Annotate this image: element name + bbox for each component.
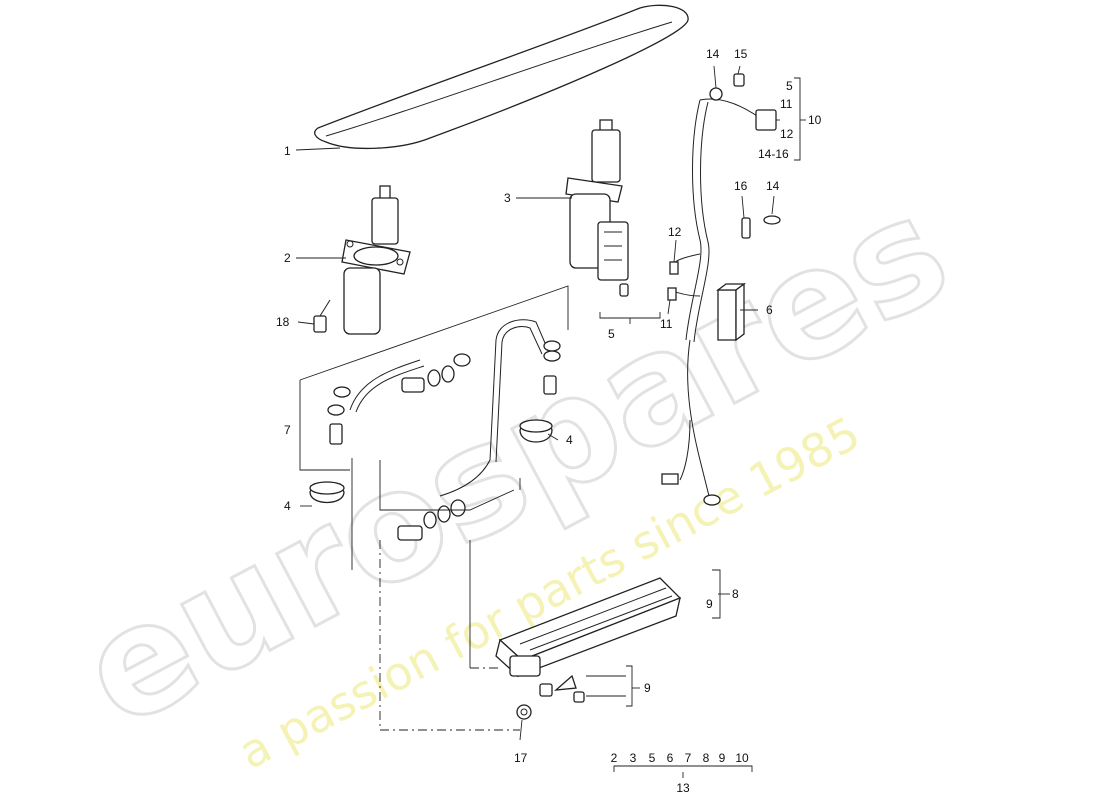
callout-7: 7 (284, 423, 291, 437)
callouts: 1 2 3 18 7 4 4 5 6 12 11 16 14 14 15 5 1… (276, 47, 822, 765)
kit-member: 2 (611, 751, 618, 765)
kit-members: 2 3 5 6 7 8 9 10 13 (611, 751, 749, 795)
callout-9-lower: 9 (644, 681, 651, 695)
callout-5-upper: 5 (786, 79, 793, 93)
kit-member: 8 (703, 751, 710, 765)
callout-14-top: 14 (706, 47, 720, 61)
callout-2: 2 (284, 251, 291, 265)
callout-6: 6 (766, 303, 773, 317)
watermark: eurospares a passion for parts since 198… (54, 161, 976, 779)
callout-10: 10 (808, 113, 822, 127)
kit-total: 13 (676, 781, 690, 795)
part-screws (539, 674, 585, 703)
part-wiring-harness (661, 98, 777, 506)
callout-14-mid: 14 (766, 179, 780, 193)
part-pump-unit (495, 577, 682, 678)
part-cap-left (309, 481, 345, 504)
callout-16: 16 (734, 179, 748, 193)
callout-1: 1 (284, 144, 291, 158)
part-left-cylinder (341, 185, 411, 335)
callout-9-upper: 9 (706, 597, 713, 611)
callout-12-left: 12 (668, 225, 682, 239)
group-brackets (299, 285, 661, 731)
part-right-cylinder (565, 119, 629, 297)
part-hydraulic-lines (327, 319, 561, 541)
part-spoiler (314, 4, 689, 150)
callout-4-right: 4 (566, 433, 573, 447)
callout-11-upper: 11 (780, 97, 793, 111)
callout-15: 15 (734, 47, 748, 61)
callout-3: 3 (504, 191, 511, 205)
kit-member: 3 (630, 751, 637, 765)
callout-12-upper: 12 (780, 127, 794, 141)
kit-member: 10 (735, 751, 749, 765)
part-bolt-18 (313, 299, 331, 333)
callout-17: 17 (514, 751, 528, 765)
kit-bracket (613, 765, 753, 778)
callout-8: 8 (732, 587, 739, 601)
callout-14-16: 14-16 (758, 147, 789, 161)
part-relay-block (716, 282, 746, 342)
callout-18: 18 (276, 315, 290, 329)
part-cap-right (519, 419, 553, 443)
callout-4-left: 4 (284, 499, 291, 513)
part-nut (516, 704, 532, 720)
callout-11-left: 11 (660, 317, 673, 331)
kit-member: 6 (667, 751, 674, 765)
kit-member: 5 (649, 751, 656, 765)
leader-lines (295, 65, 806, 741)
kit-member: 7 (685, 751, 692, 765)
callout-5-lower: 5 (608, 327, 615, 341)
kit-member: 9 (719, 751, 726, 765)
